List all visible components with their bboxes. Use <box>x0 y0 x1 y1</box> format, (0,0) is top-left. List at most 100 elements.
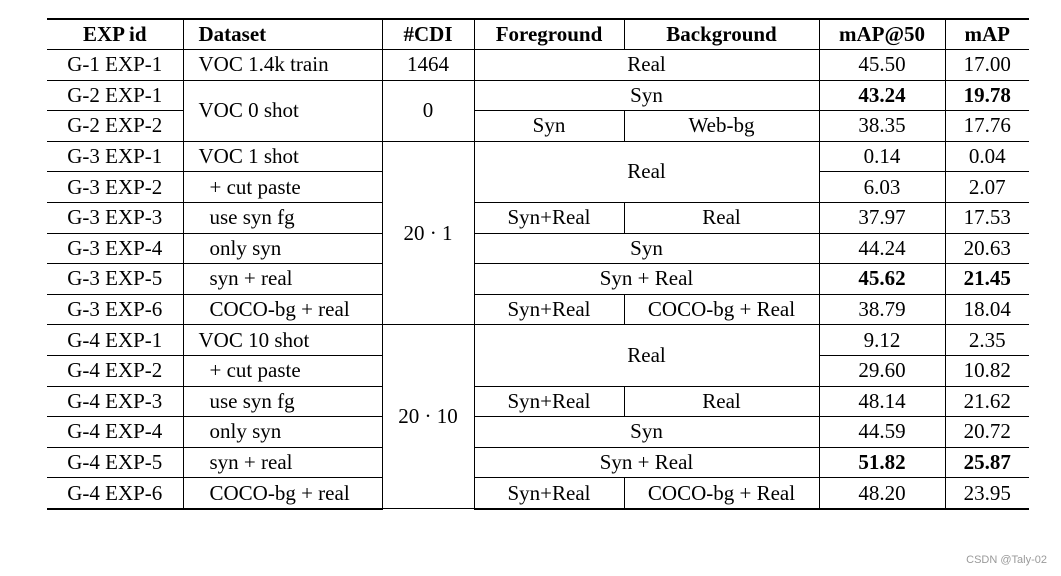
map-cell: 0.04 <box>944 140 1029 173</box>
map-cell: 21.62 <box>944 385 1029 418</box>
header-foreground: Foreground <box>473 18 625 50</box>
map-cell: 20.72 <box>944 416 1029 448</box>
map50-cell: 43.24 <box>818 79 946 112</box>
dataset-cell: only syn <box>182 416 383 448</box>
map-cell: 2.07 <box>944 171 1029 203</box>
exp-id-cell: G-4 EXP-1 <box>47 324 184 356</box>
background-cell: Real <box>623 385 820 418</box>
dataset-cell: only syn <box>182 232 383 265</box>
header-exp-id: EXP id <box>47 18 184 50</box>
foreground-cell: Syn+Real <box>473 477 625 510</box>
table-row: G-4 EXP-3 use syn fg Syn+Real Real 48.14… <box>47 385 1029 418</box>
header-map50: mAP@50 <box>818 18 946 50</box>
map50-cell: 38.35 <box>818 110 946 142</box>
map50-cell: 45.62 <box>818 263 946 295</box>
exp-id-cell: G-4 EXP-6 <box>47 477 184 510</box>
fg-bg-cell: Syn <box>473 232 820 265</box>
map-cell: 18.04 <box>944 293 1029 326</box>
dataset-cell: use syn fg <box>182 385 383 418</box>
map50-cell: 9.12 <box>818 324 946 356</box>
map50-cell: 48.14 <box>818 385 946 418</box>
map50-cell: 44.59 <box>818 416 946 448</box>
exp-id-cell: G-4 EXP-4 <box>47 416 184 448</box>
map-cell: 19.78 <box>944 79 1029 112</box>
map50-cell: 0.14 <box>818 140 946 173</box>
foreground-cell: Syn+Real <box>473 293 625 326</box>
map-cell: 10.82 <box>944 354 1029 387</box>
fg-bg-cell: Real <box>473 49 820 81</box>
dataset-cell: + cut paste <box>182 354 383 387</box>
dataset-cell: VOC 10 shot <box>182 324 383 356</box>
fg-bg-cell: Syn <box>473 416 820 448</box>
dataset-cell: VOC 1 shot <box>182 140 383 173</box>
table-row: G-2 EXP-1 VOC 0 shot 0 Syn 43.24 19.78 <box>47 79 1029 142</box>
dataset-cell: COCO-bg + real <box>182 477 383 510</box>
header-cdi: #CDI <box>381 18 475 50</box>
map50-cell: 44.24 <box>818 232 946 265</box>
table-row: G-1 EXP-1 VOC 1.4k train 1464 Real 45.50… <box>47 49 1029 81</box>
table-row: G-3 EXP-1 VOC 1 shot 20 · 1 Real 0.14 0.… <box>47 140 1029 326</box>
exp-id-cell: G-3 EXP-1 <box>47 140 184 173</box>
background-cell: Web-bg <box>623 110 820 142</box>
map50-cell: 51.82 <box>818 446 946 479</box>
map-cell: 25.87 <box>944 446 1029 479</box>
background-cell: COCO-bg + Real <box>623 477 820 510</box>
exp-id-cell: G-3 EXP-6 <box>47 293 184 326</box>
exp-id-cell: G-2 EXP-2 <box>47 110 184 142</box>
fg-bg-cell: Real <box>473 140 820 203</box>
exp-id-cell: G-4 EXP-2 <box>47 354 184 387</box>
watermark: CSDN @Taly-02 <box>966 554 1047 566</box>
exp-id-cell: G-1 EXP-1 <box>47 49 184 81</box>
table-row: G-3 EXP-5 syn + real Syn + Real 45.62 21… <box>47 263 1029 295</box>
exp-id-cell: G-3 EXP-5 <box>47 263 184 295</box>
dataset-cell: VOC 1.4k train <box>182 49 383 81</box>
table-row: G-3 EXP-6 COCO-bg + real Syn+Real COCO-b… <box>47 293 1029 326</box>
exp-id-cell: G-3 EXP-4 <box>47 232 184 265</box>
exp-id-cell: G-4 EXP-3 <box>47 385 184 418</box>
header-row: EXP id Dataset #CDI Foreground Backgroun… <box>47 18 1029 50</box>
cdi-cell: 0 <box>381 79 475 142</box>
dataset-cell: syn + real <box>182 263 383 295</box>
map-cell: 23.95 <box>944 477 1029 510</box>
fg-bg-cell: Syn + Real <box>473 446 820 479</box>
map50-cell: 37.97 <box>818 201 946 234</box>
table-row: G-3 EXP-4 only syn Syn 44.24 20.63 <box>47 232 1029 265</box>
cdi-cell: 1464 <box>381 49 475 81</box>
fg-bg-cell: Syn <box>473 79 820 112</box>
map50-cell: 45.50 <box>818 49 946 81</box>
header-dataset: Dataset <box>182 18 383 50</box>
fg-bg-cell: Real <box>473 324 820 387</box>
foreground-cell: Syn+Real <box>473 385 625 418</box>
map50-cell: 6.03 <box>818 171 946 203</box>
header-background: Background <box>623 18 820 50</box>
table-row: G-4 EXP-4 only syn Syn 44.59 20.72 <box>47 416 1029 448</box>
exp-id-cell: G-4 EXP-5 <box>47 446 184 479</box>
background-cell: COCO-bg + Real <box>623 293 820 326</box>
foreground-cell: Syn+Real <box>473 201 625 234</box>
map-cell: 20.63 <box>944 232 1029 265</box>
table-row: G-4 EXP-5 syn + real Syn + Real 51.82 25… <box>47 446 1029 479</box>
map50-cell: 29.60 <box>818 354 946 387</box>
background-cell: Real <box>623 201 820 234</box>
table-row: G-3 EXP-3 use syn fg Syn+Real Real 37.97… <box>47 201 1029 234</box>
table-row: G-4 EXP-6 COCO-bg + real Syn+Real COCO-b… <box>47 477 1029 510</box>
foreground-cell: Syn <box>473 110 625 142</box>
map50-cell: 48.20 <box>818 477 946 510</box>
table-row: G-4 EXP-2 + cut paste 29.60 10.82 <box>47 354 1029 387</box>
exp-id-cell: G-3 EXP-2 <box>47 171 184 203</box>
cdi-cell: 20 · 1 <box>381 140 475 326</box>
table-row: G-4 EXP-1 VOC 10 shot 20 · 10 Real 9.12 … <box>47 324 1029 510</box>
table-row: G-3 EXP-2 + cut paste 6.03 2.07 <box>47 171 1029 203</box>
cdi-cell: 20 · 10 <box>381 324 475 510</box>
fg-bg-cell: Syn + Real <box>473 263 820 295</box>
exp-id-cell: G-3 EXP-3 <box>47 201 184 234</box>
dataset-cell: use syn fg <box>182 201 383 234</box>
map-cell: 17.53 <box>944 201 1029 234</box>
map-cell: 2.35 <box>944 324 1029 356</box>
map50-cell: 38.79 <box>818 293 946 326</box>
map-cell: 17.00 <box>944 49 1029 81</box>
dataset-cell: syn + real <box>182 446 383 479</box>
header-map: mAP <box>944 18 1029 50</box>
exp-id-cell: G-2 EXP-1 <box>47 79 184 112</box>
map-cell: 17.76 <box>944 110 1029 142</box>
